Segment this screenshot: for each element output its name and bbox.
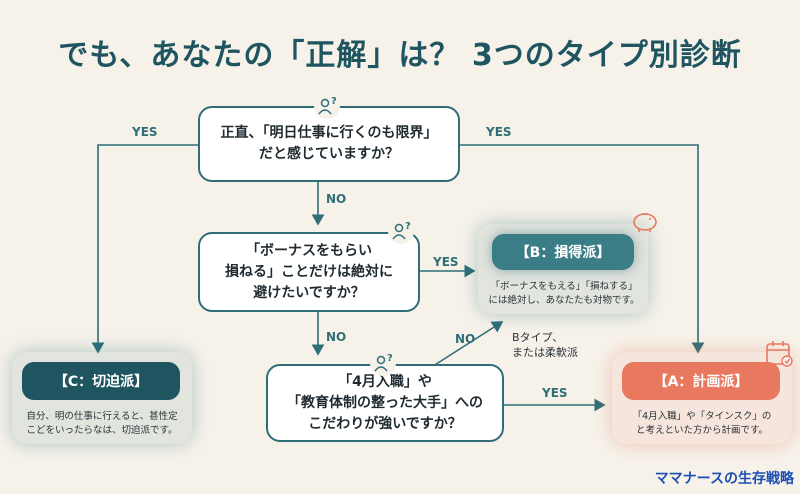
- question-3-line-2: 「教育体制の整った大手」への: [287, 394, 483, 411]
- question-2-line-3: 避けたいですか？: [253, 284, 365, 301]
- person-question-icon: ?: [370, 350, 396, 376]
- question-1-line-1: 正直、「明日仕事に行くのも限界」: [220, 125, 438, 141]
- person-question-icon: ?: [314, 93, 340, 119]
- question-2-line-1: 「ボーナスをもらい: [246, 242, 372, 259]
- arrow-q1-yes-to-c: [91, 144, 198, 354]
- type-b-desc-line-1: 「ボーナスをもえる」「損ねする」: [490, 281, 638, 292]
- type-a-desc-line-1: 「4月入職」や「タインスク」の: [632, 411, 772, 422]
- type-c-badge: 【C：切迫派】: [22, 362, 180, 400]
- type-c-description: 自分、明の仕事に行えると、甚性定 こどをいったらなは、切迫派です。: [14, 410, 190, 438]
- calendar-icon: [764, 338, 794, 372]
- type-c-desc-line-2: こどをいったらなは、切迫派です。: [26, 425, 178, 436]
- type-b-badge: 【B：損得派】: [492, 234, 634, 270]
- note-line-1: Bタイプ、: [512, 331, 564, 344]
- type-a-desc-line-2: と考えといた方から計画です。: [635, 425, 769, 436]
- person-question-icon: ?: [388, 218, 414, 244]
- label-q2-no: NO: [326, 330, 347, 344]
- brand-watermark: ママナースの生存戦略: [654, 471, 794, 487]
- question-3-line-3: こだわりが強いですか？: [308, 415, 462, 432]
- piggy-bank-icon: [630, 208, 660, 238]
- type-b-description: 「ボーナスをもえる」「損ねする」 には絶対し、あなたたも対物です。: [482, 280, 646, 308]
- question-3-box: 「4月入職」や 「教育体制の整った大手」への こだわりが強いですか？: [266, 364, 504, 442]
- question-3-line-1: 「4月入職」や: [338, 373, 432, 390]
- page-title: でも、あなたの「正解」は？ 3つのタイプ別診断: [58, 38, 742, 73]
- arrow-q1-yes-to-a: [460, 144, 705, 354]
- type-b-desc-line-2: には絶対し、あなたたも対物です。: [488, 295, 640, 306]
- question-2-line-2: 損ねる」ことだけは絶対に: [225, 263, 393, 280]
- type-a-badge: 【A：計画派】: [622, 362, 780, 400]
- label-q3-yes: YES: [542, 386, 568, 400]
- note-b-or-flexible: Bタイプ、 または柔軟派: [512, 330, 578, 360]
- label-q1-yes-left: YES: [132, 125, 158, 139]
- label-q1-no: NO: [326, 192, 347, 206]
- svg-text:?: ?: [331, 96, 337, 107]
- question-1-line-2: だと感じていますか？: [259, 146, 399, 162]
- type-a-description: 「4月入職」や「タインスク」の と考えといた方から計画です。: [614, 410, 790, 438]
- question-2-box: 「ボーナスをもらい 損ねる」ことだけは絶対に 避けたいですか？: [198, 232, 420, 312]
- svg-text:?: ?: [387, 353, 393, 364]
- note-line-2: または柔軟派: [512, 346, 578, 359]
- type-c-desc-line-1: 自分、明の仕事に行えると、甚性定: [26, 411, 178, 422]
- label-q2-yes: YES: [433, 255, 459, 269]
- label-q1-yes-right: YES: [486, 125, 512, 139]
- label-q3-no: NO: [455, 332, 476, 346]
- svg-text:?: ?: [405, 221, 411, 232]
- arrow-q3-no-to-b: [429, 321, 504, 369]
